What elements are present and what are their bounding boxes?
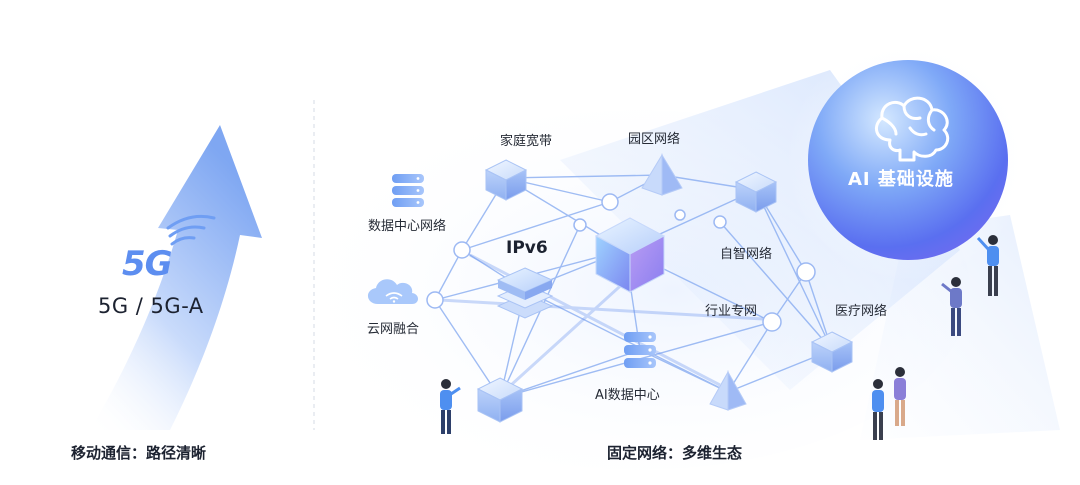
node-label-home-broadband: 家庭宽带 bbox=[500, 134, 553, 149]
pyramid-lower-right bbox=[709, 370, 747, 411]
ai-infrastructure-label: AI 基础设施 bbox=[848, 169, 954, 190]
node-label-medical-network: 医疗网络 bbox=[835, 304, 888, 319]
node-label-datacenter-network: 数据中心网络 bbox=[368, 219, 447, 234]
cube-smart-network bbox=[734, 171, 778, 213]
pyramid-campus-network bbox=[641, 153, 683, 196]
wireless-signal-icon bbox=[166, 214, 216, 246]
mobile-title: 5G / 5G-A bbox=[98, 294, 204, 318]
node-label-campus-network: 园区网络 bbox=[628, 132, 681, 147]
brain-icon bbox=[874, 96, 950, 162]
mobile-caption: 移动通信：路径清晰 bbox=[71, 444, 207, 462]
datacenter-network-icon bbox=[392, 174, 424, 207]
ipv6-label: IPv6 bbox=[506, 238, 548, 258]
person-left bbox=[440, 379, 461, 434]
cube-home-broadband bbox=[484, 159, 528, 201]
person-right-top bbox=[976, 235, 999, 296]
cloud-icon bbox=[367, 279, 418, 304]
cube-medical-network bbox=[810, 331, 854, 373]
network-junction-nodes bbox=[426, 193, 816, 332]
ipv6-platform bbox=[496, 267, 554, 319]
person-right-bottom bbox=[872, 367, 906, 440]
growth-arrow bbox=[90, 125, 262, 430]
node-label-cloud-network: 云网融合 bbox=[367, 322, 420, 337]
node-label-smart-network: 自智网络 bbox=[720, 247, 773, 262]
fixed-network-caption: 固定网络：多维生态 bbox=[607, 444, 743, 462]
node-label-industry-network: 行业专网 bbox=[705, 304, 758, 319]
ai-datacenter-server bbox=[624, 332, 656, 368]
person-right-middle bbox=[941, 277, 962, 336]
logo-5g: 5G bbox=[122, 244, 173, 284]
cube-lower-left bbox=[476, 377, 524, 423]
node-label-ai-datacenter: AI数据中心 bbox=[595, 388, 660, 403]
cube-core-network bbox=[594, 217, 666, 293]
